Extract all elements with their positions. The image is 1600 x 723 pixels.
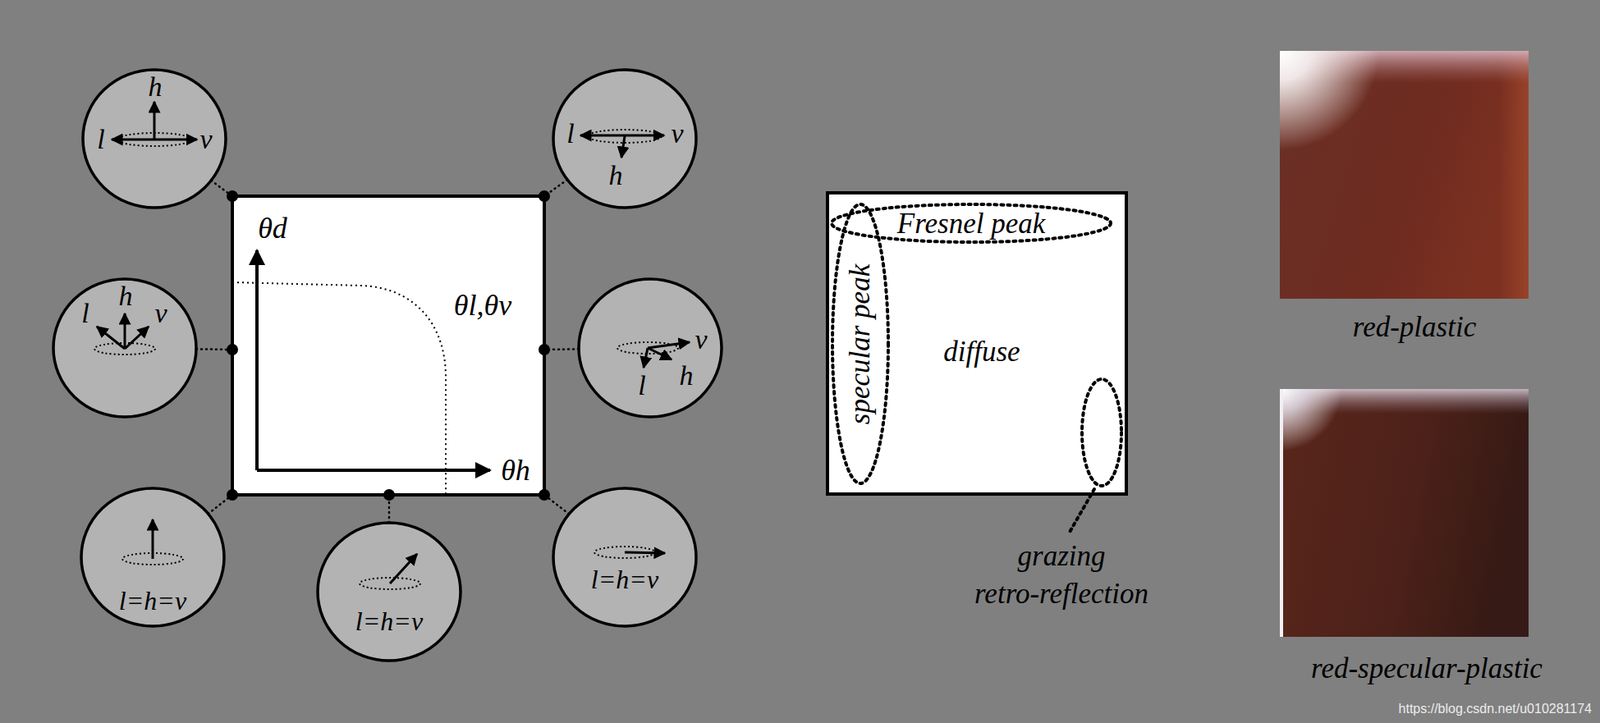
region-label: Fresnel peak [897, 209, 1046, 239]
leader-line [208, 495, 233, 514]
vector-label: v [199, 125, 212, 154]
annotation: retro-reflection [974, 579, 1149, 609]
region-label: specular peak [846, 263, 876, 424]
axis-label: θd [257, 213, 288, 243]
leader-line [196, 348, 233, 351]
vector-label: h [148, 73, 163, 101]
leader-line [544, 179, 568, 197]
annotation: grazing [1017, 541, 1106, 571]
vector-label: l [637, 371, 646, 400]
vector-label: l=h=v [591, 566, 659, 593]
caption: red-plastic [1352, 312, 1477, 342]
leader-line [388, 495, 391, 523]
vector-label: v [694, 325, 707, 354]
axis-label: θl,θv [453, 290, 512, 321]
vector-circle: l=h=v [317, 522, 461, 661]
axis-label: θh [500, 455, 531, 486]
vector-label: v [670, 119, 684, 148]
vector-circle: hlv [53, 279, 197, 418]
region-ellipse: specular peak [832, 204, 889, 484]
vector-circle: h l v [82, 69, 226, 208]
vector-circle: l=h=v [553, 488, 697, 627]
vector-label: l [96, 125, 105, 154]
region-label: diffuse [943, 337, 1020, 367]
vector-label: h [679, 362, 694, 390]
vector-label: l=h=v [119, 587, 187, 615]
angle-chart: θd θl,θv θh [232, 196, 545, 496]
region-chart: diffuse Fresnel peak specular peak [827, 192, 1127, 495]
vector-label: l [566, 119, 574, 148]
vector-label: l [81, 299, 89, 328]
leader-line [544, 348, 579, 351]
vector-circle: l=h=v [81, 488, 225, 627]
vector-label: l=h=v [355, 608, 423, 635]
vector-label: v [154, 299, 167, 328]
caption: red-specular-plastic [1311, 654, 1543, 684]
watermark: https://blog.csdn.net/u010281174 [1398, 702, 1592, 716]
leader-line [544, 495, 569, 514]
vector-label: h [119, 282, 133, 311]
leader-line [210, 180, 233, 197]
vector-circle: l v h [553, 69, 697, 208]
vector-label: h [609, 161, 624, 190]
vector-circle: vh l [578, 279, 722, 418]
region-ellipse: Fresnel peak [831, 204, 1111, 243]
